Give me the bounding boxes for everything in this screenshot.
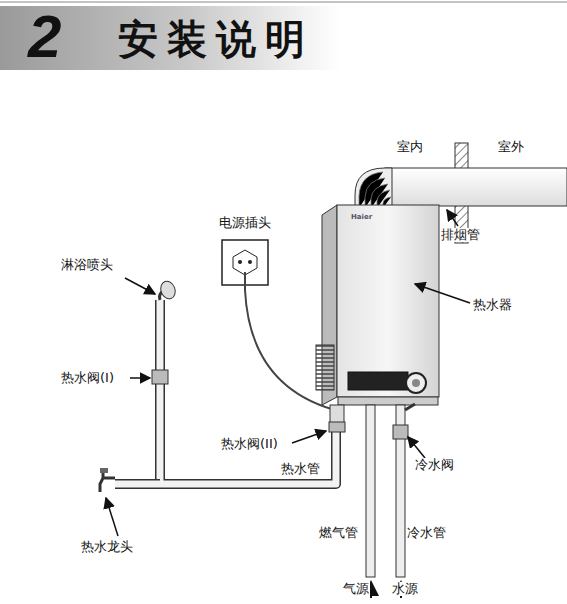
brand-logo: Haier: [351, 213, 372, 221]
page-title: 安装说明: [118, 12, 314, 67]
hot-tap: [100, 472, 115, 492]
part-label: 排烟管: [440, 228, 481, 242]
part-label: 气源: [342, 582, 370, 596]
part-label: 热水阀(II): [220, 437, 279, 451]
part-label: 室外: [497, 140, 525, 154]
part-label: 热水器: [472, 298, 513, 312]
part-label: 热水龙头: [80, 540, 134, 554]
part-label: 冷水管: [406, 526, 447, 540]
cold-valve: [393, 425, 408, 439]
exhaust-pipe: [385, 168, 567, 206]
leader-lines: [106, 210, 470, 536]
gas-pipe: [366, 405, 375, 577]
part-label: 淋浴喷头: [60, 258, 114, 272]
part-label: 室内: [396, 140, 424, 154]
power-cord: [245, 272, 342, 412]
part-label: 热水阀(I): [60, 371, 115, 385]
shower-head: [158, 279, 177, 301]
part-label: 电源插头: [218, 216, 272, 230]
hot-valve-i: [152, 370, 168, 384]
water-heater: [337, 205, 439, 397]
part-label: 冷水阀: [414, 458, 455, 472]
section-number: 2: [28, 2, 61, 71]
part-label: 燃气管: [318, 526, 359, 540]
hot-valve-ii: [329, 422, 345, 432]
heater-panel: Haier: [337, 205, 439, 265]
hot-water-pipe: [160, 300, 336, 484]
part-label: 热水管: [280, 462, 321, 476]
part-label: 水源: [391, 582, 419, 596]
